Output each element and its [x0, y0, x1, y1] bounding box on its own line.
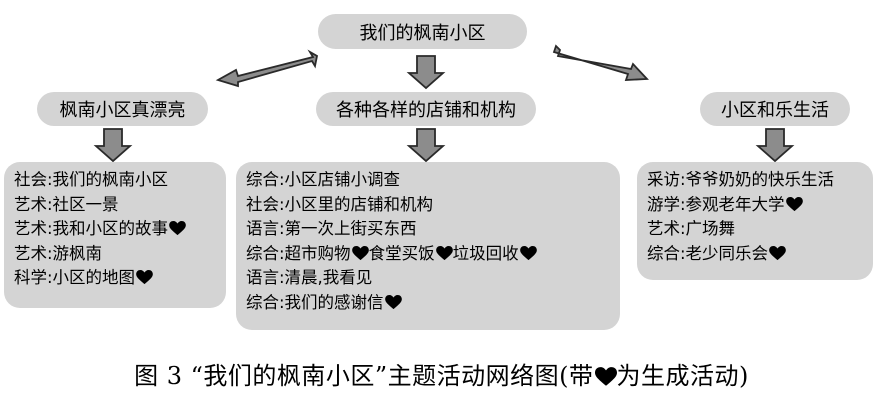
arrow-left-title-to-box: [95, 128, 131, 162]
activity-item: 语言:第一次上街买东西: [246, 219, 417, 238]
activity-item: 艺术:广场舞: [647, 219, 736, 238]
arrow-root-to-middle: [408, 55, 444, 89]
arrow-root-to-left: [215, 49, 319, 88]
figure-caption-prefix: 图 3 “我们的枫南小区”主题活动网络图(带: [134, 362, 594, 390]
root-node: 我们的枫南小区: [318, 14, 527, 49]
activity-item: 采访:爷爷奶奶的快乐生活: [647, 170, 835, 189]
activity-item: 社会:我们的枫南小区: [14, 170, 169, 189]
branch-title-left-label: 枫南小区真漂亮: [59, 100, 186, 121]
arrow-root-to-right: [552, 44, 649, 81]
heart-icon: [435, 245, 453, 260]
activity-item: 综合:老少同乐会: [647, 242, 873, 267]
branch-title-middle: 各种各样的店铺和机构: [316, 92, 536, 126]
heart-icon: [384, 294, 402, 309]
activity-list-left: 社会:我们的枫南小区 艺术:社区一景 艺术:我和小区的故事 艺术:游枫南 科学:…: [4, 162, 226, 308]
activity-item: 科学:小区的地图: [14, 266, 226, 291]
heart-icon: [169, 221, 186, 236]
branch-title-middle-label: 各种各样的店铺和机构: [336, 100, 516, 121]
root-node-label: 我们的枫南小区: [359, 22, 486, 44]
branch-title-right-label: 小区和乐生活: [721, 100, 829, 121]
activity-list-right: 采访:爷爷奶奶的快乐生活 游学:参观老年大学 艺术:广场舞 综合:老少同乐会: [637, 162, 873, 280]
activity-item: 艺术:我和小区的故事: [14, 217, 226, 242]
activity-item: 艺术:社区一景: [14, 194, 119, 214]
heart-icon: [136, 270, 153, 285]
heart-icon: [785, 196, 803, 211]
activity-item: 综合:我们的感谢信: [246, 291, 620, 316]
arrow-middle-title-to-box: [408, 128, 444, 162]
arrow-right-title-to-box: [757, 128, 793, 162]
figure-caption: 图 3 “我们的枫南小区”主题活动网络图(带为生成活动): [0, 356, 883, 391]
activity-list-middle: 综合:小区店铺小调查 社会:小区里的店铺和机构 语言:第一次上街买东西 综合:超…: [236, 162, 620, 330]
activity-item: 艺术:游枫南: [14, 243, 103, 263]
heart-icon: [519, 245, 537, 260]
activity-item: 语言:清晨,我看见: [246, 268, 373, 287]
branch-title-right: 小区和乐生活: [700, 92, 850, 126]
activity-item: 综合:小区店铺小调查: [246, 170, 401, 189]
activity-item: 社会:小区里的店铺和机构: [246, 194, 434, 214]
figure-caption-suffix: 为生成活动): [616, 362, 749, 390]
activity-item: 综合:超市购物食堂买饭垃圾回收: [246, 242, 620, 267]
branch-title-left: 枫南小区真漂亮: [37, 92, 208, 126]
heart-icon: [769, 245, 786, 260]
heart-icon: [594, 367, 617, 386]
activity-item: 游学:参观老年大学: [647, 193, 873, 218]
heart-icon: [351, 245, 369, 260]
